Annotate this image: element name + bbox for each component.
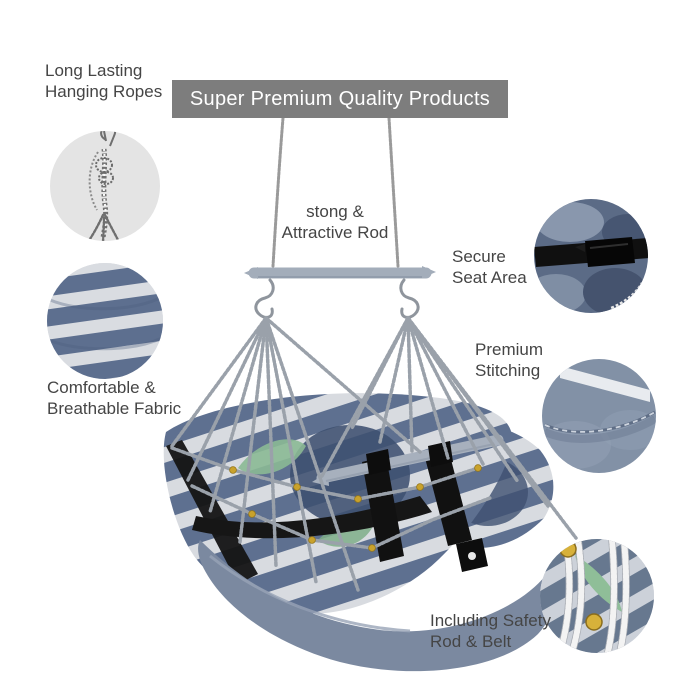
callout-hanging-ropes-line1: Long Lasting: [45, 61, 143, 80]
wooden-rod: [244, 266, 436, 279]
s-hook-left: [254, 278, 275, 319]
s-hook-right: [399, 278, 420, 319]
rod-strap: [362, 456, 404, 562]
seat-cushion: [198, 540, 554, 672]
callout-hanging-ropes: Long Lasting Hanging Ropes: [45, 60, 162, 102]
callout-attractive-rod-line2: Attractive Rod: [281, 223, 389, 242]
callout-breathable-fabric: Comfortable & Breathable Fabric: [47, 377, 181, 419]
beads-closeup-photo: [540, 539, 654, 653]
banner: Super Premium Quality Products: [172, 80, 508, 118]
rod-strap: [424, 448, 472, 546]
callout-secure-seat-line1: Secure: [452, 247, 506, 266]
gold-beads: [229, 464, 482, 552]
callout-safety-rod-belt-line2: Rod & Belt: [430, 632, 512, 651]
banner-label: Super Premium Quality Products: [189, 87, 491, 110]
callout-safety-rod-belt: Including Safety Rod & Belt: [430, 610, 551, 652]
callout-attractive-rod: stong & Attractive Rod: [245, 201, 425, 243]
front-safety-rod: [312, 434, 504, 486]
callout-breathable-fabric-line2: Breathable Fabric: [47, 399, 182, 418]
chain-web: [170, 316, 578, 592]
callout-premium-stitching-line1: Premium: [475, 340, 544, 359]
callout-attractive-rod-line1: stong &: [306, 202, 364, 221]
callout-hanging-ropes-line2: Hanging Ropes: [45, 82, 163, 101]
rope-closeup-photo: [50, 131, 160, 241]
belt-tab: [456, 538, 488, 572]
fabric-closeup-photo: [47, 263, 163, 379]
callout-secure-seat-line2: Seat Area: [452, 268, 527, 287]
buckle-closeup-photo: [534, 199, 648, 313]
safety-belt-across: [192, 496, 432, 539]
callout-secure-seat: Secure Seat Area: [452, 246, 527, 288]
stitching-closeup-photo: [542, 359, 656, 473]
top-suspension-chains: [271, 116, 400, 268]
callout-premium-stitching-line2: Stitching: [475, 361, 541, 380]
callout-safety-rod-belt-line1: Including Safety: [430, 611, 551, 630]
callout-breathable-fabric-line1: Comfortable &: [47, 378, 156, 397]
callout-premium-stitching: Premium Stitching: [475, 339, 543, 381]
